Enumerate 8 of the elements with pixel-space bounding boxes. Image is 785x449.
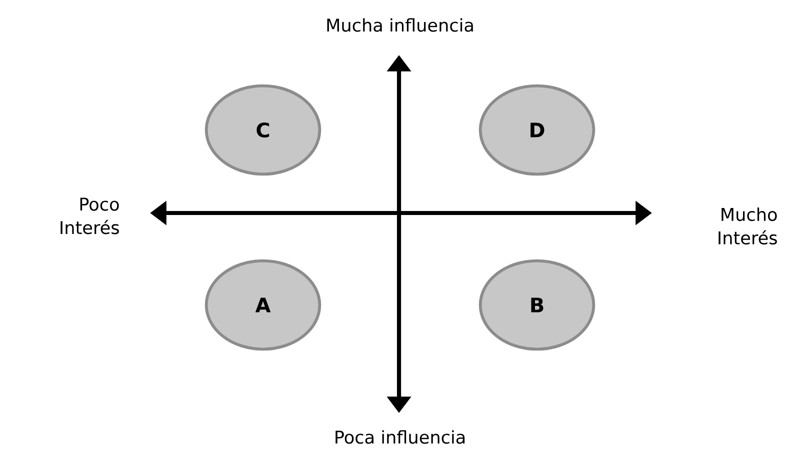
axis-label: Mucho Interés (718, 208, 777, 245)
axis-label: Poco Interés (60, 198, 119, 234)
ellipse-node: D (478, 84, 596, 176)
ellipse-node: A (204, 259, 322, 351)
axis-label: Mucha influencia (327, 18, 473, 32)
ellipse-node: C (204, 84, 322, 176)
axis-label: Poca influencia (336, 430, 465, 444)
ellipse-node: B (478, 259, 596, 351)
